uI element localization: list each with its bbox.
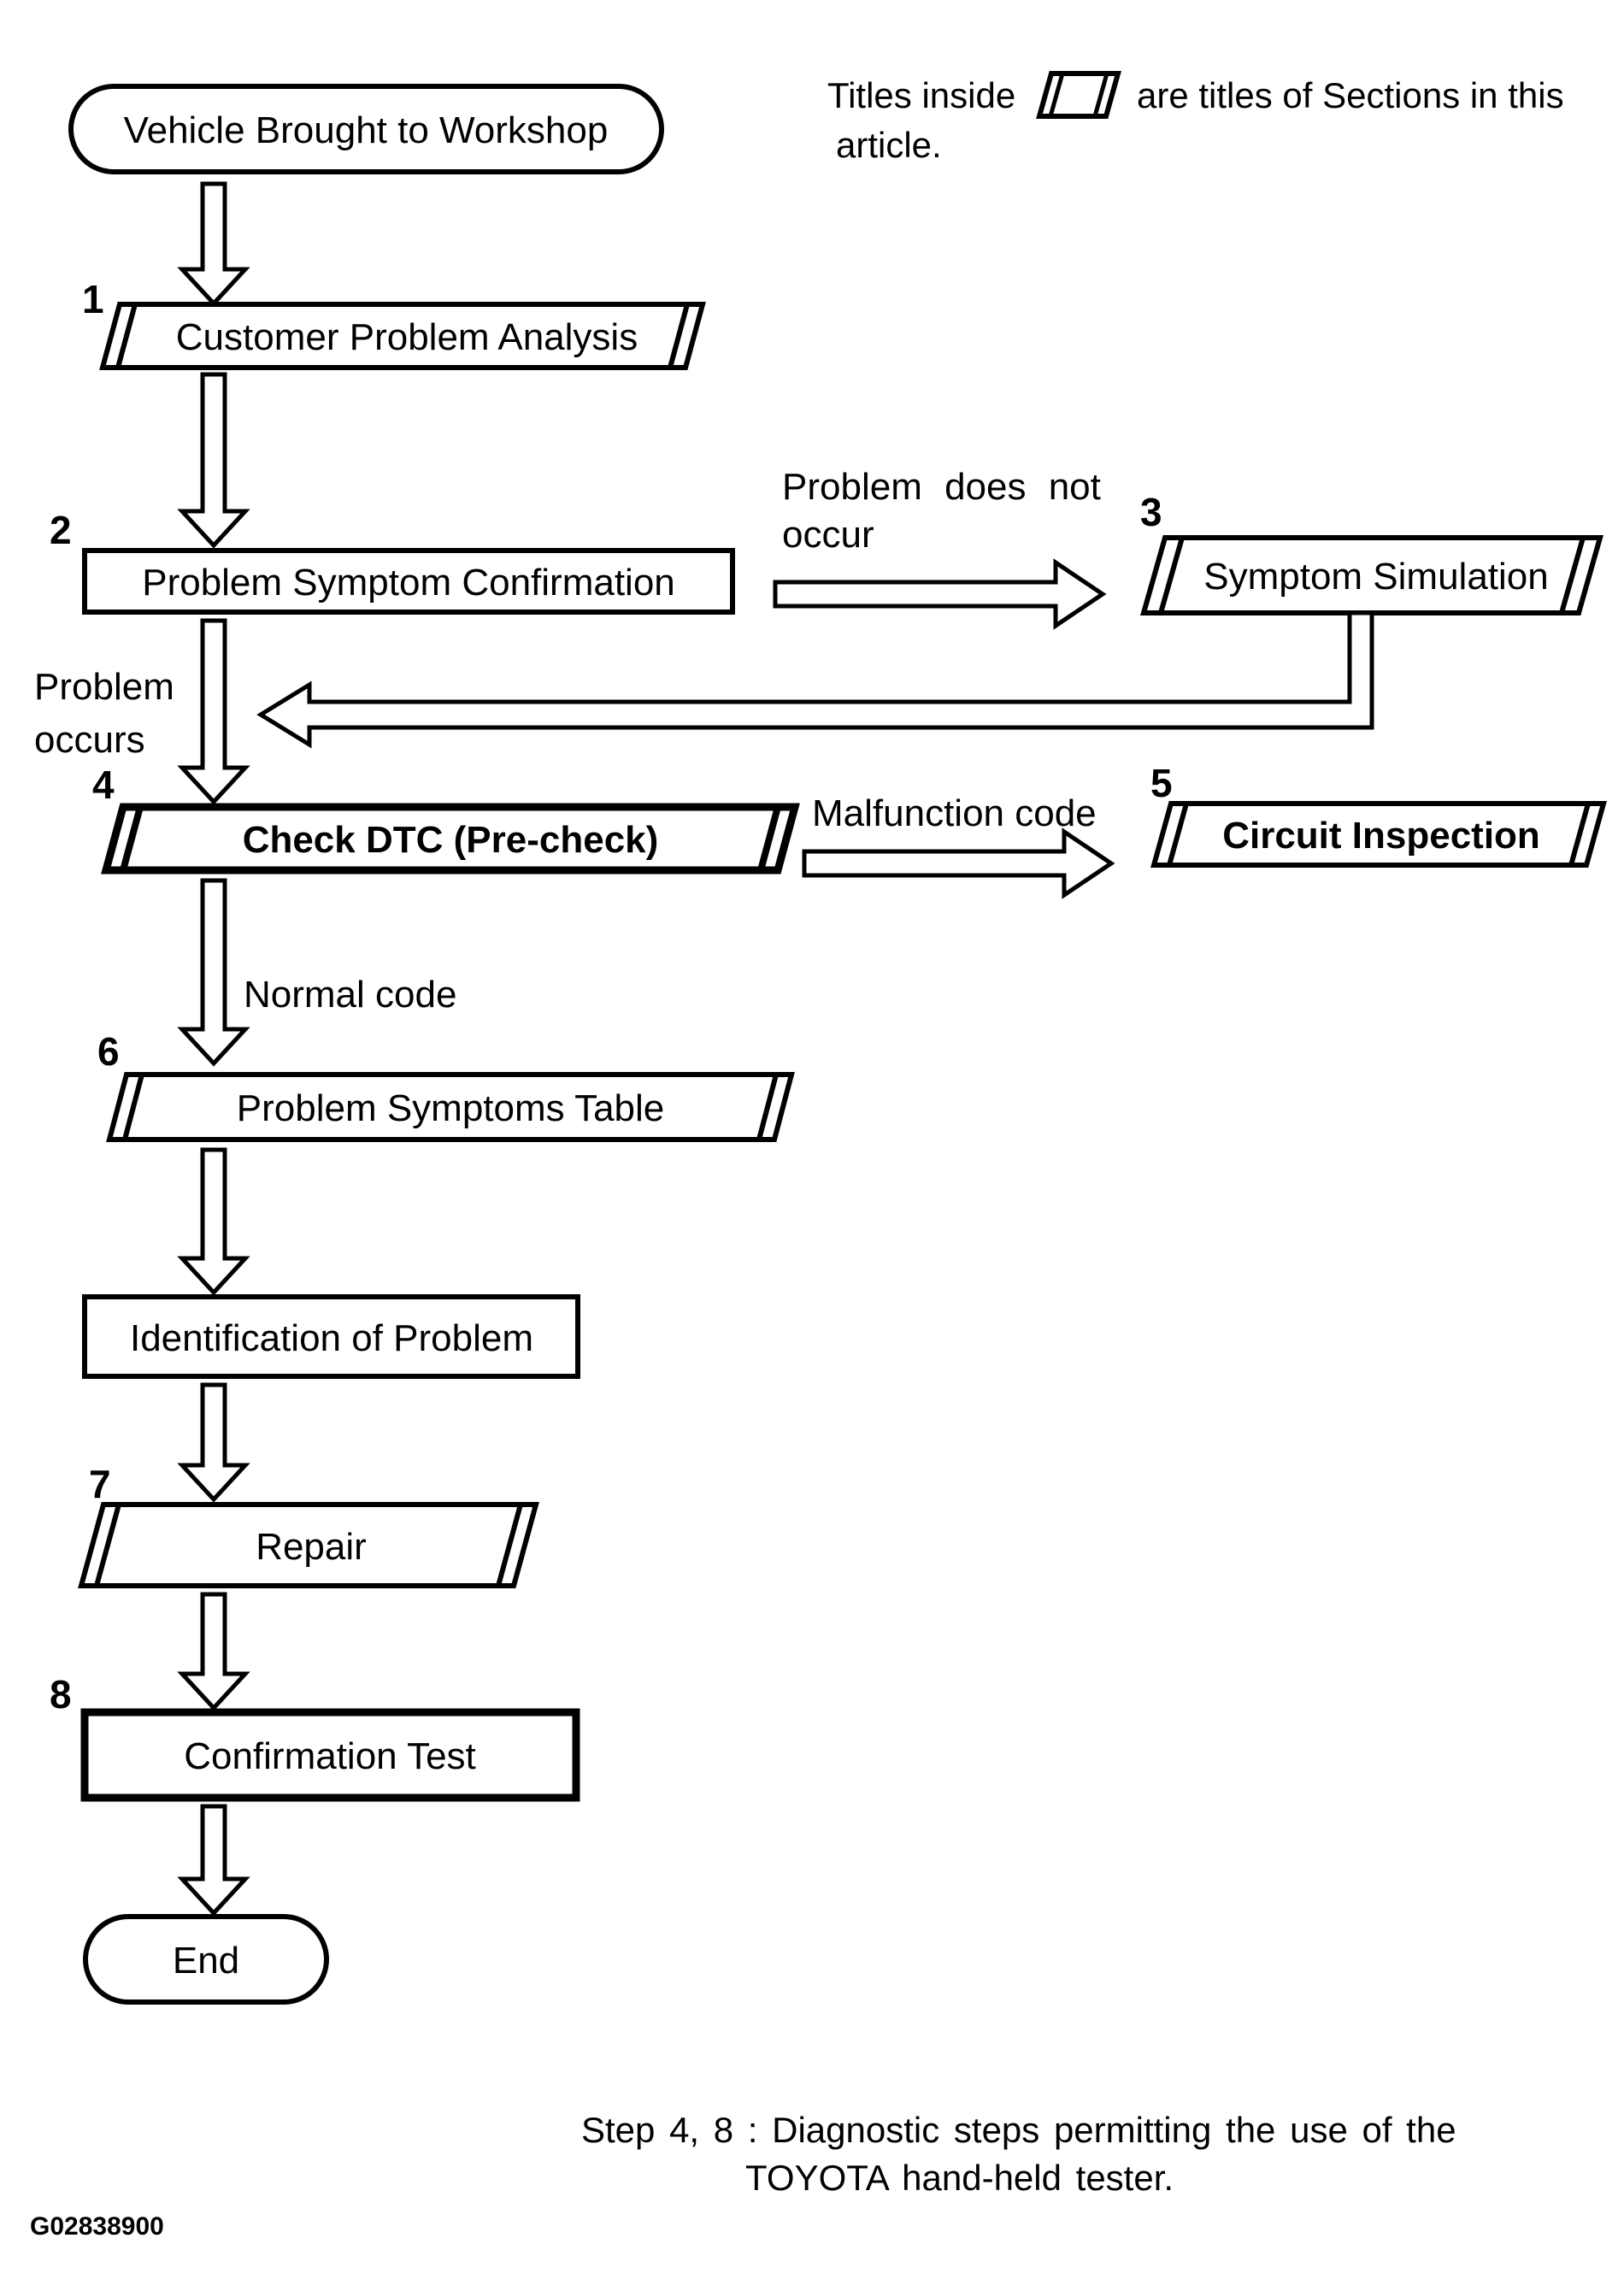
step-number-2: 2 bbox=[50, 508, 72, 552]
node-customer-problem-analysis-label: Customer Problem Analysis bbox=[176, 316, 638, 358]
step-number-5: 5 bbox=[1150, 761, 1173, 805]
node-problem-symptoms-table-label: Problem Symptoms Table bbox=[237, 1087, 665, 1129]
node-repair-label: Repair bbox=[256, 1526, 367, 1568]
node-start-label: Vehicle Brought to Workshop bbox=[124, 109, 609, 151]
arrow-down-7-to-8 bbox=[177, 1592, 250, 1711]
node-check-dtc: Check DTC (Pre-check) bbox=[101, 803, 800, 875]
step-number-6: 6 bbox=[97, 1029, 120, 1074]
edge-label-normal-code: Normal code bbox=[244, 974, 456, 1016]
node-confirmation-test bbox=[80, 1708, 580, 1802]
legend-text-line2: article. bbox=[836, 125, 942, 165]
arrow-down-4-to-6 bbox=[177, 878, 250, 1067]
node-circuit-inspection-label: Circuit Inspection bbox=[1222, 815, 1540, 857]
caption-line2: TOYOTA hand-held tester. bbox=[745, 2158, 1174, 2198]
node-circuit-inspection: Circuit Inspection bbox=[1150, 801, 1607, 868]
step-number-8: 8 bbox=[50, 1672, 72, 1717]
node-identification-of-problem bbox=[82, 1294, 580, 1379]
edge-label-problem-does-not-occur-line1: Problem does not bbox=[782, 466, 1101, 508]
arrow-return-3-to-main-flow bbox=[256, 610, 1374, 749]
step-number-1: 1 bbox=[82, 277, 104, 321]
edge-label-problem-occurs-line1: Problem bbox=[34, 666, 174, 708]
legend-text-after: are titles of Sections in this bbox=[1137, 75, 1564, 115]
parallelogram-icon bbox=[1036, 71, 1121, 119]
node-identification-of-problem-label: Identification of Problem bbox=[130, 1317, 533, 1359]
edge-label-problem-does-not-occur-line2: occur bbox=[782, 514, 874, 556]
arrow-down-start-to-1 bbox=[177, 181, 250, 307]
edge-label-malfunction-code: Malfunction code bbox=[812, 792, 1097, 834]
edge-label-problem-occurs-line2: occurs bbox=[34, 719, 145, 761]
node-problem-symptom-confirmation-label: Problem Symptom Confirmation bbox=[142, 562, 675, 604]
node-end-terminator bbox=[83, 1914, 329, 2005]
arrow-down-6-to-identification bbox=[177, 1147, 250, 1296]
arrow-right-2-to-3 bbox=[773, 558, 1107, 630]
caption-line1: Step 4, 8 : Diagnostic steps permitting … bbox=[581, 2110, 1456, 2150]
node-symptom-simulation-label: Symptom Simulation bbox=[1203, 556, 1548, 598]
node-end-label: End bbox=[173, 1940, 239, 1982]
node-problem-symptoms-table: Problem Symptoms Table bbox=[106, 1072, 795, 1142]
node-check-dtc-label: Check DTC (Pre-check) bbox=[243, 819, 659, 861]
step-number-3: 3 bbox=[1140, 490, 1162, 534]
node-customer-problem-analysis: Customer Problem Analysis bbox=[99, 302, 706, 370]
arrow-right-4-to-5 bbox=[802, 827, 1115, 899]
step-number-4: 4 bbox=[92, 763, 115, 807]
node-problem-symptom-confirmation bbox=[82, 548, 735, 615]
arrow-down-identification-to-7 bbox=[177, 1382, 250, 1503]
legend-text-before: Titles inside bbox=[827, 75, 1015, 115]
step-number-7: 7 bbox=[89, 1462, 111, 1506]
figure-code: G02838900 bbox=[30, 2212, 164, 2241]
arrow-down-8-to-end bbox=[177, 1804, 250, 1917]
arrow-down-1-to-2 bbox=[177, 372, 250, 549]
node-confirmation-test-label: Confirmation Test bbox=[184, 1735, 476, 1777]
node-symptom-simulation: Symptom Simulation bbox=[1140, 535, 1603, 615]
arrow-down-2-to-4 bbox=[177, 618, 250, 805]
legend: Titles inside are titles of Sections in … bbox=[827, 71, 1564, 165]
node-repair: Repair bbox=[78, 1502, 539, 1588]
node-start-terminator bbox=[68, 84, 664, 174]
